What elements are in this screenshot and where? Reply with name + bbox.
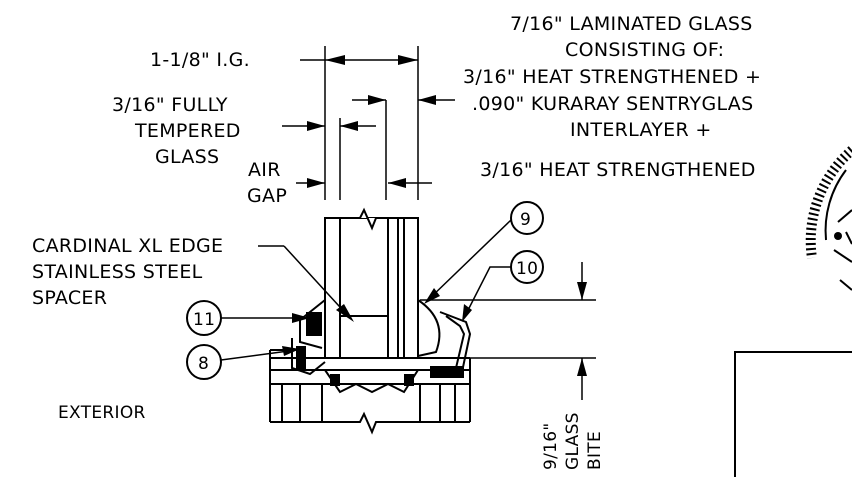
- svg-text:BITE: BITE: [585, 431, 605, 470]
- svg-text:7/16" LAMINATED GLASS: 7/16" LAMINATED GLASS: [510, 13, 753, 35]
- svg-text:GAP: GAP: [247, 185, 287, 207]
- svg-text:9/16": 9/16": [541, 423, 561, 471]
- engineer-seal-partial: [805, 146, 852, 291]
- ig-dimension: [300, 46, 419, 200]
- glass-bite-dimension: [420, 262, 596, 400]
- laminated-dimension: [352, 95, 455, 200]
- air-gap-label: AIR GAP: [247, 159, 287, 207]
- exterior-label: EXTERIOR: [58, 403, 146, 423]
- svg-text:GLASS: GLASS: [155, 146, 219, 168]
- callout-10: 10: [462, 250, 544, 322]
- svg-text:CONSISTING OF:: CONSISTING OF:: [565, 39, 724, 61]
- exterior-gasket: [291, 299, 326, 376]
- tempered-dimension: [282, 118, 376, 200]
- silicone-sealant: [417, 298, 441, 358]
- fully-tempered-label: 3/16" FULLY TEMPERED GLASS: [112, 94, 241, 168]
- svg-text:SPACER: SPACER: [32, 287, 107, 309]
- svg-text:GLASS: GLASS: [563, 412, 583, 470]
- svg-text:10: 10: [516, 259, 538, 279]
- edge-spacer: [339, 315, 389, 359]
- svg-text:CARDINAL XL EDGE: CARDINAL XL EDGE: [32, 235, 223, 257]
- svg-text:3/16" FULLY: 3/16" FULLY: [112, 94, 228, 116]
- air-gap-dimension: [296, 178, 432, 188]
- svg-text:11: 11: [193, 310, 215, 330]
- glass-bite-label: 9/16" GLASS BITE: [541, 412, 605, 470]
- callout-9: 9: [424, 201, 544, 304]
- callout-8: 8: [186, 344, 300, 380]
- svg-text:9: 9: [520, 210, 531, 230]
- callout-11: 11: [186, 300, 310, 336]
- svg-text:.090" KURARAY SENTRYGLAS: .090" KURARAY SENTRYGLAS: [472, 93, 753, 115]
- svg-text:8: 8: [198, 354, 209, 374]
- spacer-label: CARDINAL XL EDGE STAINLESS STEEL SPACER: [32, 235, 223, 309]
- title-block-frame: [734, 351, 852, 477]
- spacer-leader: [258, 245, 354, 322]
- svg-text:AIR: AIR: [248, 159, 281, 181]
- svg-text:3/16" HEAT STRENGTHENED: 3/16" HEAT STRENGTHENED: [480, 159, 756, 181]
- svg-text:TEMPERED: TEMPERED: [134, 120, 241, 142]
- svg-text:STAINLESS STEEL: STAINLESS STEEL: [32, 261, 203, 283]
- svg-text:INTERLAYER +: INTERLAYER +: [570, 119, 712, 141]
- svg-text:3/16" HEAT STRENGTHENED +: 3/16" HEAT STRENGTHENED +: [463, 66, 761, 88]
- ig-width-label: 1-1/8" I.G.: [150, 49, 250, 71]
- laminated-glass-label: 7/16" LAMINATED GLASS CONSISTING OF: 3/1…: [463, 13, 761, 181]
